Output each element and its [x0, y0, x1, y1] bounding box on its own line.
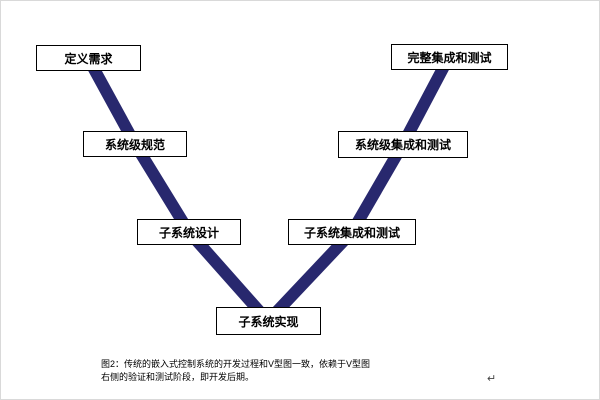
paragraph-return-mark: ↵ — [487, 373, 497, 385]
node-subsystem-integration-test: 子系统集成和测试 — [288, 219, 416, 245]
node-subsystem-implementation: 子系统实现 — [216, 307, 321, 335]
v-line-path — [82, 54, 455, 330]
node-system-level-integration-test: 系统级集成和测试 — [338, 131, 468, 158]
node-system-level-spec: 系统级规范 — [83, 131, 187, 157]
node-define-requirements: 定义需求 — [36, 45, 141, 71]
figure-caption-line2: 右侧的验证和测试阶段，即开发后期。 — [101, 372, 255, 382]
node-subsystem-design: 子系统设计 — [137, 219, 241, 245]
node-complete-integration-test: 完整集成和测试 — [391, 44, 508, 70]
figure-caption-line1: 图2：传统的嵌入式控制系统的开发过程和V型图一致，依赖于V型图 — [101, 359, 371, 369]
figure-caption: 图2：传统的嵌入式控制系统的开发过程和V型图一致，依赖于V型图 右侧的验证和测试… — [101, 358, 411, 384]
